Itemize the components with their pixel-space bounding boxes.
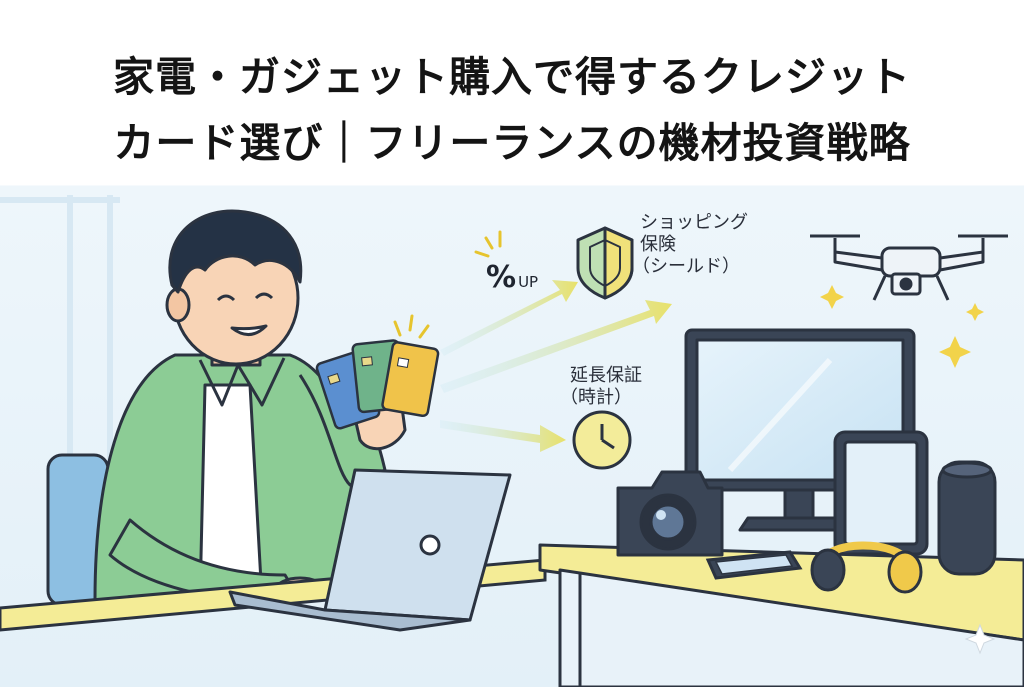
drone-icon: [810, 234, 1008, 301]
extended-warranty-label: 延長保証 （時計）: [560, 365, 642, 409]
warranty-label-line-2: （時計）: [560, 387, 632, 408]
points-percent-label: %UP: [486, 262, 538, 298]
person: [93, 209, 407, 604]
warranty-label-line-1: 延長保証: [570, 365, 642, 386]
window-frames: [0, 195, 120, 480]
laptop: [228, 468, 512, 632]
title-line-1: 家電・ガジェット購入で得するクレジット: [113, 53, 911, 101]
credit-cards: [315, 339, 440, 430]
percent-sign: %: [486, 260, 517, 295]
sparkle-lines-cards: [393, 314, 430, 339]
phone-icon: [705, 550, 803, 580]
headphones-icon: [810, 541, 923, 594]
shopping-insurance-label: ショッピング 保険 （シールド）: [632, 212, 748, 278]
shopping-label-line-3: （シールド）: [632, 256, 740, 277]
sparkle-lines-percent: [474, 230, 502, 258]
page-title: 家電・ガジェット購入で得するクレジット カード選び｜フリーランスの機材投資戦略: [0, 44, 1024, 176]
camera-icon: [616, 470, 724, 557]
up-text: UP: [518, 273, 539, 291]
sparkle-stars: [820, 285, 984, 368]
benefit-arrows: [440, 280, 672, 452]
title-line-2: カード選び｜フリーランスの機材投資戦略: [113, 119, 911, 167]
corner-sparkle-icon: [964, 623, 996, 655]
tablet-icon: [833, 430, 929, 556]
shopping-label-line-2: 保険: [640, 234, 676, 255]
shield-icon: [576, 226, 634, 300]
clock-icon: [572, 410, 632, 470]
shopping-label-line-1: ショッピング: [640, 212, 748, 233]
desk-right: [538, 543, 1024, 687]
speaker-icon: [937, 460, 997, 576]
